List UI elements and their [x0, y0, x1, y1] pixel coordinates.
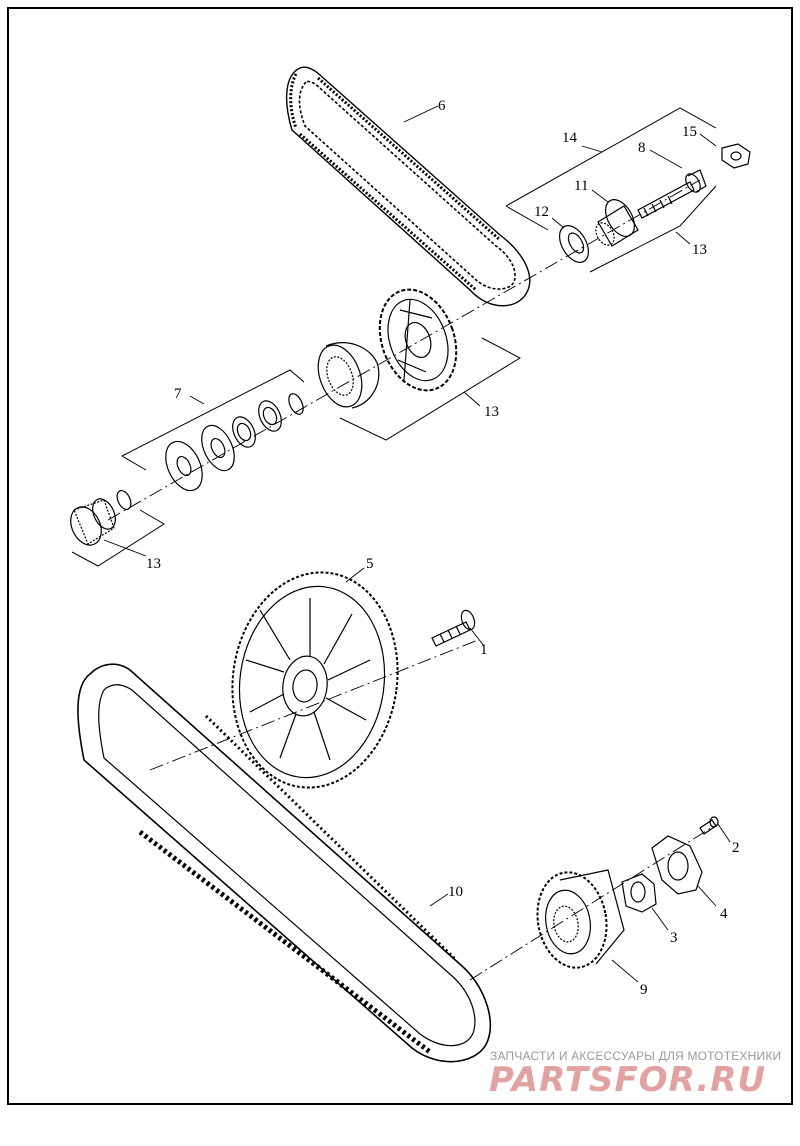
callout-13-mid: 13 [484, 404, 499, 420]
lock-plate-4 [651, 835, 703, 895]
callout-3: 3 [670, 930, 678, 946]
primary-chain [285, 66, 531, 307]
rear-pulley-5 [231, 571, 399, 789]
hub-11 [595, 199, 639, 247]
transmission-sprocket-9 [536, 869, 625, 969]
callout-5: 5 [366, 556, 374, 572]
watermark-caption: ЗАПЧАСТИ И АКСЕССУАРЫ ДЛЯ МОТОТЕХНИКИ [490, 1049, 782, 1063]
callout-15: 15 [682, 124, 697, 140]
callout-14: 14 [562, 130, 578, 146]
callout-8: 8 [638, 140, 646, 156]
nut-15 [721, 143, 751, 169]
callout-2: 2 [732, 840, 740, 856]
callout-11: 11 [574, 178, 588, 194]
sprocket-13-upper [378, 288, 458, 392]
diagram-frame [7, 7, 793, 1105]
watermark-brand: PARTSFOR.RU [489, 1060, 767, 1100]
callout-9: 9 [640, 982, 648, 998]
bolt-1 [431, 609, 476, 647]
washer-12 [558, 225, 590, 263]
nut-3 [621, 873, 657, 913]
callout-7: 7 [174, 386, 182, 402]
callout-12: 12 [534, 204, 549, 220]
callout-4: 4 [720, 906, 728, 922]
bolt-8 [637, 169, 707, 219]
screw-2 [699, 816, 719, 835]
callout-10: 10 [448, 884, 463, 900]
callout-1: 1 [480, 642, 488, 658]
drive-belt-10 [77, 663, 492, 1063]
spline-hub-13 [70, 489, 132, 546]
callout-13-lower: 13 [146, 556, 161, 572]
clutch-pack-7 [165, 393, 304, 492]
callout-6: 6 [438, 98, 446, 114]
callout-13-upper: 13 [692, 242, 707, 258]
clutch-drum-13 [317, 342, 380, 409]
